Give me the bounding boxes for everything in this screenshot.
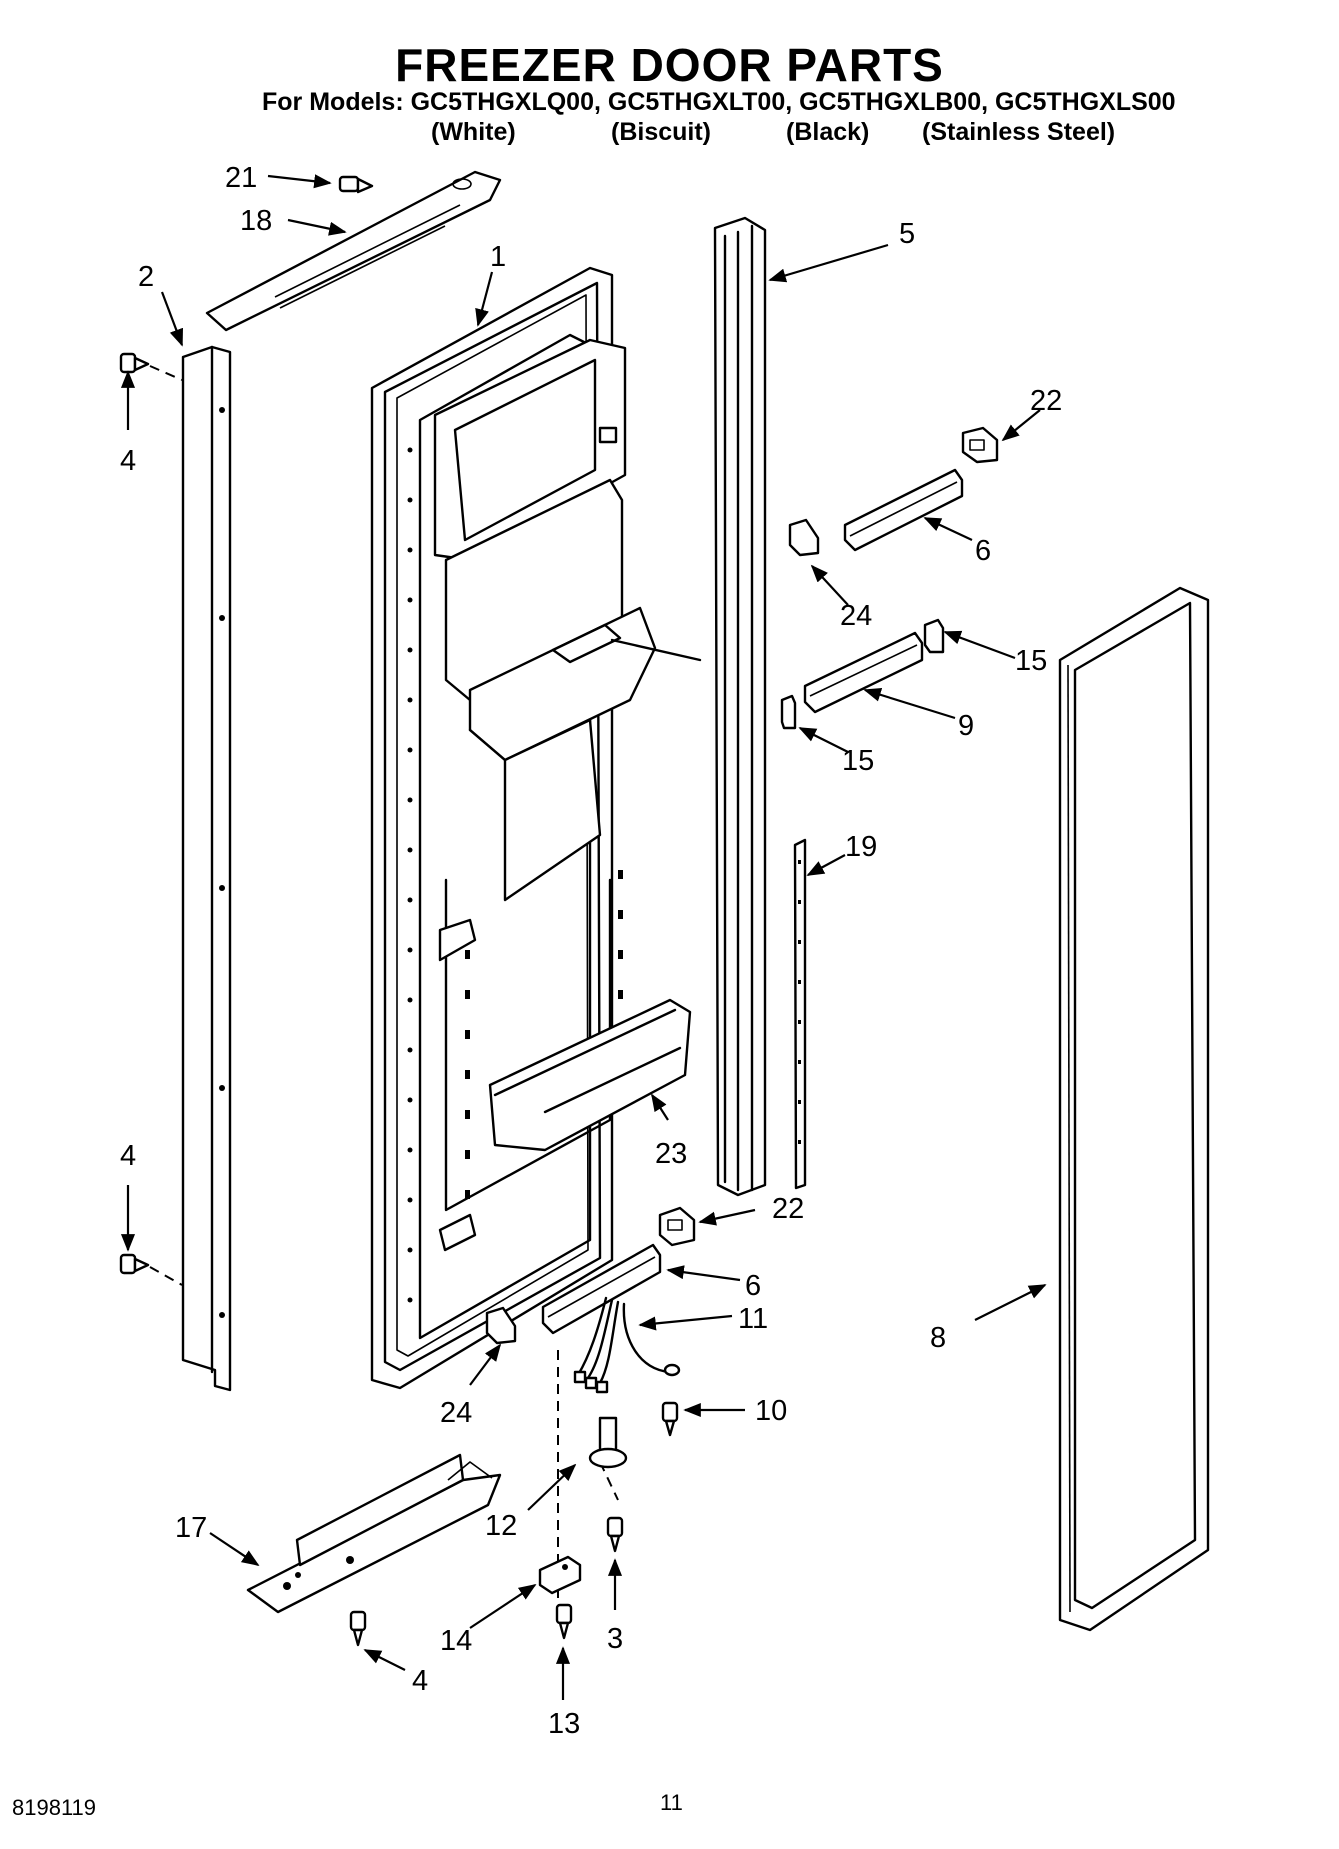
- callout-4-upper: 4: [120, 445, 136, 477]
- part-1-freezer-door: [370, 266, 702, 1390]
- callout-5: 5: [899, 218, 915, 250]
- callout-15-left: 15: [842, 745, 874, 777]
- models-line: For Models: GC5THGXLQ00, GC5THGXLT00, GC…: [262, 88, 1176, 116]
- callout-arrows: [120, 174, 1047, 1700]
- callout-4-bottom: 4: [412, 1665, 428, 1697]
- part-5-vertical-breaker-strip: [713, 216, 767, 1197]
- color-biscuit: (Biscuit): [611, 118, 711, 146]
- part-4-screw-lower-left: [119, 1253, 183, 1286]
- part-21-screw: [338, 175, 374, 194]
- part-11-wire-harness: [573, 1296, 681, 1394]
- callout-labels: 21 18 2 1 5 4 22 6 24 15 9 15 19 23 4 22…: [120, 162, 1062, 1740]
- callout-14: 14: [440, 1625, 472, 1657]
- callout-9: 9: [958, 710, 974, 742]
- part-6-rail-lower: [541, 1243, 662, 1335]
- callout-13: 13: [548, 1708, 580, 1740]
- callout-19: 19: [845, 831, 877, 863]
- callout-3: 3: [607, 1623, 623, 1655]
- callout-15-right: 15: [1015, 645, 1047, 677]
- callout-24-lower: 24: [440, 1397, 472, 1429]
- part-3-screw: [606, 1516, 624, 1553]
- part-9-rail: [803, 631, 924, 714]
- part-14-hinge-block: [538, 1555, 582, 1595]
- callout-8: 8: [930, 1322, 946, 1354]
- callout-17: 17: [175, 1512, 207, 1544]
- part-22-clip-lower: [658, 1206, 696, 1247]
- callout-6-upper: 6: [975, 535, 991, 567]
- callout-22-upper: 22: [1030, 385, 1062, 417]
- page-title: FREEZER DOOR PARTS: [395, 39, 944, 91]
- part-18-top-trim: [205, 170, 502, 332]
- part-2-side-trim: [181, 345, 232, 1392]
- part-19-strip: [793, 838, 807, 1190]
- part-15-clip-right: [923, 618, 945, 654]
- part-24-cap-upper: [788, 518, 820, 557]
- color-black: (Black): [786, 118, 870, 146]
- callout-23: 23: [655, 1138, 687, 1170]
- callout-11: 11: [738, 1303, 768, 1335]
- color-white: (White): [431, 118, 516, 146]
- part-22-clip-upper: [961, 426, 999, 464]
- part-12-hinge-pin: [588, 1416, 628, 1469]
- part-4-screw-upper-left: [119, 352, 183, 381]
- part-17-bottom-hinge-bracket: [246, 1453, 502, 1614]
- callout-12: 12: [485, 1510, 517, 1542]
- callout-24-upper: 24: [840, 600, 872, 632]
- callout-22-lower: 22: [772, 1193, 804, 1225]
- part-4-screw-bottom: [349, 1610, 367, 1647]
- alignment-line-right: [599, 1461, 619, 1501]
- callout-6-lower: 6: [745, 1270, 761, 1302]
- color-stainless-steel: (Stainless Steel): [922, 118, 1116, 146]
- part-15-clip-left: [780, 694, 797, 730]
- callout-1: 1: [490, 241, 506, 273]
- callout-21: 21: [225, 162, 257, 194]
- part-8-door-gasket: [1058, 586, 1210, 1632]
- callout-2: 2: [138, 261, 154, 293]
- part-6-rail-upper: [843, 468, 964, 552]
- callout-4-lower: 4: [120, 1140, 136, 1172]
- page-number: 11: [660, 1790, 683, 1815]
- part-13-screw: [555, 1603, 573, 1640]
- part-24-cap-lower: [485, 1306, 517, 1345]
- document-number: 8198119: [12, 1795, 97, 1820]
- part-10-screw: [661, 1401, 679, 1437]
- callout-18: 18: [240, 205, 272, 237]
- callout-10: 10: [755, 1395, 787, 1427]
